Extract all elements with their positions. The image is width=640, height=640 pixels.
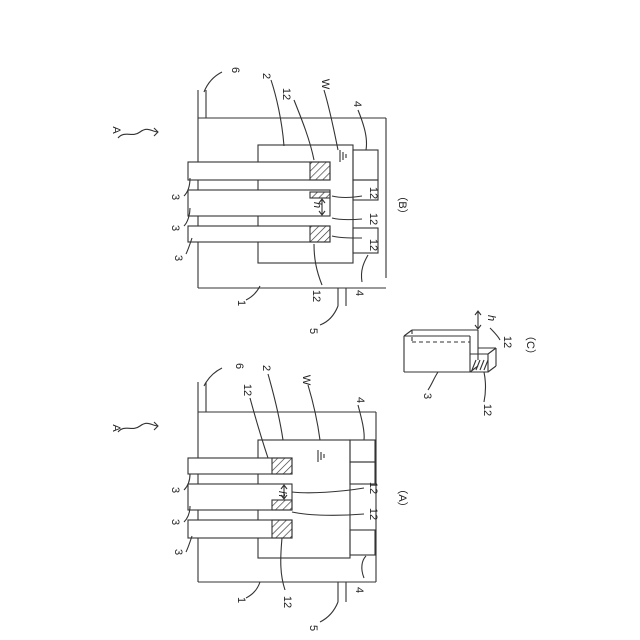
plate-b-3 xyxy=(188,226,330,242)
panel-c xyxy=(404,311,500,402)
ref-3-a-3: 3 xyxy=(172,549,184,555)
ref-12-b-3: 12 xyxy=(367,239,379,251)
ref-12-a-1: 12 xyxy=(367,482,379,494)
panel-b xyxy=(118,72,386,325)
support-a-2 xyxy=(350,462,375,484)
ref-3-b-2: 3 xyxy=(169,225,181,231)
ref-3-c: 3 xyxy=(421,393,433,399)
ref-4-b-bottom: 4 xyxy=(353,290,365,296)
ref-1-a: 1 xyxy=(235,597,247,603)
panel-c-label: （C） xyxy=(524,330,537,360)
ref-2-a: 2 xyxy=(260,365,272,371)
labels: （B） （A） （C） A A 6 2 12 W 4 3 3 3 h 12 12… xyxy=(110,67,537,631)
panel-b-label: （B） xyxy=(396,190,409,219)
ref-4-b-top: 4 xyxy=(351,101,363,107)
label-a-b: A xyxy=(110,126,122,134)
ref-5-a: 5 xyxy=(307,625,319,631)
ref-12-b-1: 12 xyxy=(367,187,379,199)
ref-12-a-top: 12 xyxy=(241,384,253,396)
panel-a xyxy=(118,368,376,622)
ref-6-a: 6 xyxy=(233,363,245,369)
seal-b-2 xyxy=(310,192,330,198)
ref-12-c-2: 12 xyxy=(501,336,513,348)
plate-b-1 xyxy=(188,162,330,180)
support-b-1 xyxy=(353,150,378,180)
ref-4-a-top: 4 xyxy=(354,397,366,403)
ref-3-a-1: 3 xyxy=(169,487,181,493)
ref-h-b: h xyxy=(311,202,323,208)
seal-a-3 xyxy=(272,520,292,538)
seal-b-3 xyxy=(310,226,330,242)
ref-3-a-2: 3 xyxy=(169,519,181,525)
ref-5-b: 5 xyxy=(307,328,319,334)
ref-1-b: 1 xyxy=(235,300,247,306)
ref-12-a-bottom: 12 xyxy=(281,596,293,608)
ref-h-c: h xyxy=(485,315,497,321)
label-a-a: A xyxy=(110,424,122,432)
ref-4-a-bottom: 4 xyxy=(353,587,365,593)
ref-12-a-2: 12 xyxy=(367,508,379,520)
ref-6-b: 6 xyxy=(229,67,241,73)
support-a-1 xyxy=(350,440,375,462)
ref-w-b: W xyxy=(319,79,331,90)
plate-c xyxy=(404,330,478,372)
seal-b-1 xyxy=(310,162,330,180)
seal-a-2 xyxy=(272,500,292,510)
ref-12-b-bottom: 12 xyxy=(310,290,322,302)
seal-a-1 xyxy=(272,458,292,474)
plate-b-2 xyxy=(188,190,330,216)
ref-w-a: W xyxy=(300,375,312,386)
support-a-3 xyxy=(350,530,375,555)
ref-3-b-1: 3 xyxy=(169,194,181,200)
panel-a-label: （A） xyxy=(396,483,409,512)
ref-3-b-3: 3 xyxy=(172,255,184,261)
ref-12-b-2: 12 xyxy=(367,213,379,225)
ref-12-b-top: 12 xyxy=(280,88,292,100)
ref-h-a: h xyxy=(276,491,288,497)
ref-2-b: 2 xyxy=(260,73,272,79)
ref-12-c-1: 12 xyxy=(481,404,493,416)
